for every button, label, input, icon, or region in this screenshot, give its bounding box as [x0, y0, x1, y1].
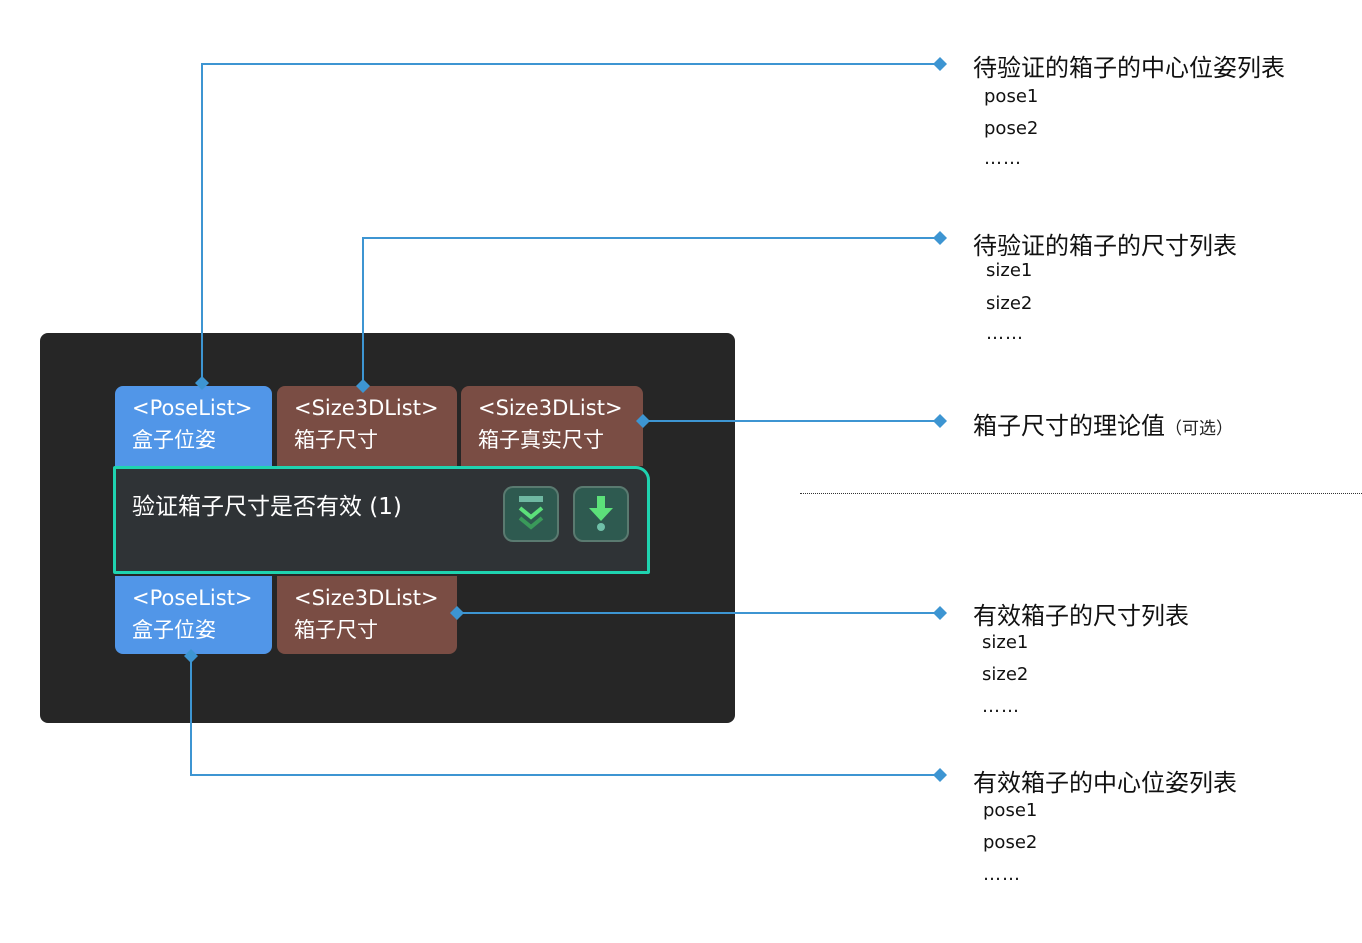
breakpoint-button[interactable] [573, 486, 629, 542]
annotation-true-size-label: 箱子尺寸的理论值（可选） [973, 406, 1233, 441]
annotation-input-poses-label: 待验证的箱子的中心位姿列表 [973, 54, 1285, 82]
output-port-sizes[interactable]: <Size3DList> 箱子尺寸 [277, 576, 457, 654]
annotation-ellipsis: …… [986, 323, 1024, 344]
port-name: 箱子真实尺寸 [478, 428, 604, 452]
annotation-ellipsis: …… [983, 864, 1021, 885]
port-name: 箱子尺寸 [294, 618, 378, 642]
port-type: <PoseList> [132, 396, 253, 420]
port-type: <Size3DList> [294, 586, 439, 610]
annotation-item: size1 [982, 632, 1029, 653]
port-name: 盒子位姿 [132, 618, 216, 642]
port-type: <Size3DList> [294, 396, 439, 420]
annotation-diamond-icon [933, 606, 947, 620]
annotation-item: size2 [986, 293, 1033, 314]
annotation-diamond-icon [933, 57, 947, 71]
input-port-sizes[interactable]: <Size3DList> 箱子尺寸 [277, 386, 457, 466]
annotation-input-sizes-label: 待验证的箱子的尺寸列表 [973, 232, 1237, 260]
input-port-poses[interactable]: <PoseList> 盒子位姿 [115, 386, 272, 466]
annotation-true-size-text: 箱子尺寸的理论值 [973, 412, 1165, 440]
port-type: <Size3DList> [478, 396, 623, 420]
annotation-diamond-icon [933, 414, 947, 428]
annotation-item: size1 [986, 260, 1033, 281]
port-type: <PoseList> [132, 586, 253, 610]
annotation-output-sizes-label: 有效箱子的尺寸列表 [973, 602, 1189, 630]
validate-box-size-node[interactable]: 验证箱子尺寸是否有效 (1) [113, 466, 650, 574]
annotation-ellipsis: …… [984, 148, 1022, 169]
down-arrow-breakpoint-icon [589, 496, 613, 531]
annotation-diamond-icon [933, 231, 947, 245]
node-title: 验证箱子尺寸是否有效 (1) [132, 494, 402, 520]
port-name: 盒子位姿 [132, 428, 216, 452]
output-port-poses[interactable]: <PoseList> 盒子位姿 [115, 576, 272, 654]
annotation-item: pose1 [983, 800, 1038, 821]
annotation-item: pose2 [983, 832, 1038, 853]
collapse-chevrons-icon [518, 496, 544, 530]
annotation-ellipsis: …… [982, 696, 1020, 717]
annotation-item: pose1 [984, 86, 1039, 107]
annotation-item: pose2 [984, 118, 1039, 139]
annotation-item: size2 [982, 664, 1029, 685]
optional-note: （可选） [1165, 419, 1233, 439]
annotation-output-poses-label: 有效箱子的中心位姿列表 [973, 769, 1237, 797]
annotation-diamond-icon [933, 768, 947, 782]
port-name: 箱子尺寸 [294, 428, 378, 452]
section-divider [800, 493, 1362, 494]
collapse-button[interactable] [503, 486, 559, 542]
input-port-true-size[interactable]: <Size3DList> 箱子真实尺寸 [461, 386, 643, 466]
